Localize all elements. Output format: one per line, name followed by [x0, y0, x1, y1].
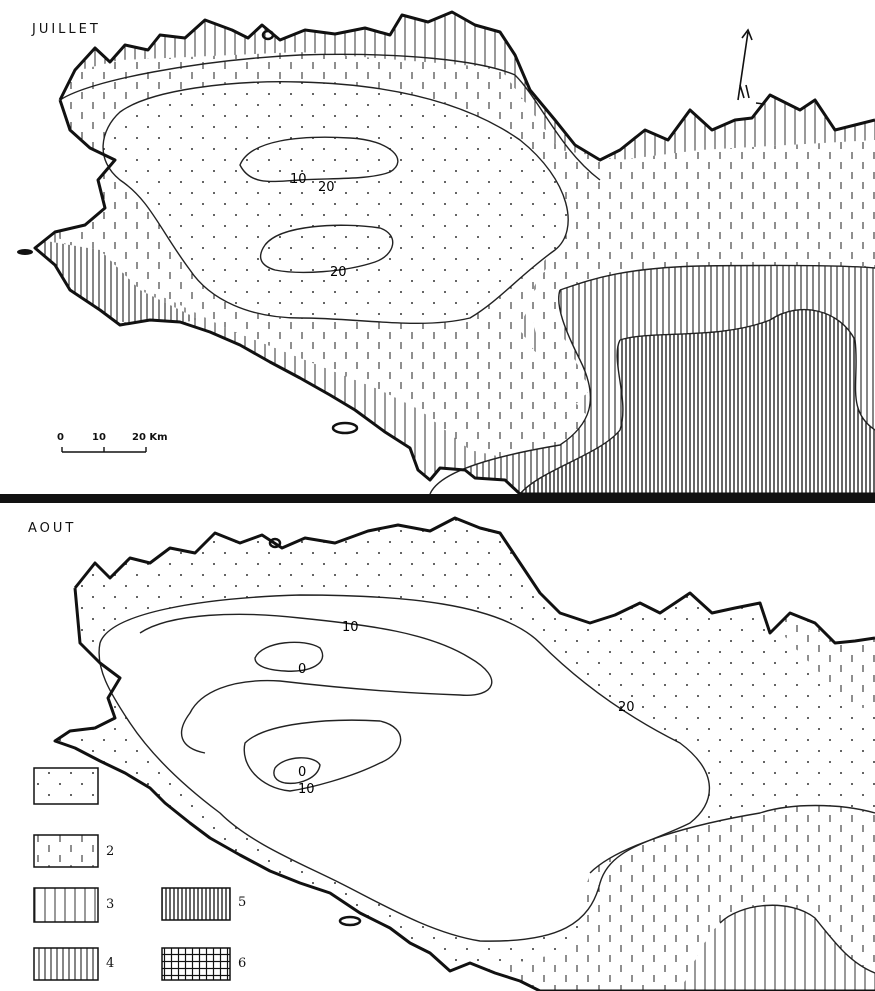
- scale-bar: [61, 447, 147, 453]
- scale-tick-label: 0: [57, 432, 64, 443]
- legend-swatch-sparse-vertical: [33, 887, 99, 923]
- juillet-isolines: [59, 53, 875, 494]
- aout-coastline: [53, 516, 875, 991]
- legend-swatch-dense-vertical: [33, 947, 99, 981]
- isoline-label: 10: [298, 782, 315, 797]
- isoline-label: 0: [298, 765, 306, 780]
- island: [268, 537, 282, 549]
- legend-label: 5: [238, 895, 247, 910]
- legend-swatch-dots: [33, 767, 99, 805]
- legend-label: 4: [106, 956, 115, 971]
- map-juillet-canvas: 10 20 20: [17, 10, 875, 494]
- map-aout: 10 0 20 0 10 AOUT 2 3 4 5 6: [0, 503, 875, 991]
- juillet-zones: [35, 12, 875, 494]
- isoline-label: 0: [298, 662, 306, 677]
- map-aout-canvas: 10 0 20 0 10: [33, 516, 875, 991]
- island: [17, 249, 33, 255]
- legend-label: 6: [238, 956, 247, 971]
- map-juillet: 10 20 20 JUILLET 0 10 20 Km: [0, 0, 875, 494]
- isoline-label: 20: [330, 265, 347, 280]
- aout-isolines: [98, 594, 875, 974]
- island: [331, 421, 359, 435]
- map-title: JUILLET: [32, 22, 101, 37]
- island: [338, 915, 362, 927]
- legend-swatch-grid: [161, 947, 231, 981]
- juillet-coastline: [33, 10, 875, 494]
- isoline-label: 20: [318, 180, 335, 195]
- isoline-label: 10: [342, 620, 359, 635]
- legend-label: 3: [106, 897, 115, 912]
- legend-swatch-dashes: [33, 834, 99, 868]
- legend-swatch-very-dense-vertical: [161, 887, 231, 921]
- map-title: AOUT: [28, 521, 77, 536]
- isoline-label: 10: [290, 172, 307, 187]
- legend-label: 2: [106, 844, 115, 859]
- isoline-label: 20: [618, 700, 635, 715]
- scale-tick-label: 10: [92, 432, 106, 443]
- panel-divider: [0, 494, 875, 503]
- scale-tick-label: 20 Km: [132, 432, 168, 443]
- north-arrow-icon: [737, 28, 765, 105]
- aout-zones: [55, 518, 875, 991]
- island: [261, 29, 275, 41]
